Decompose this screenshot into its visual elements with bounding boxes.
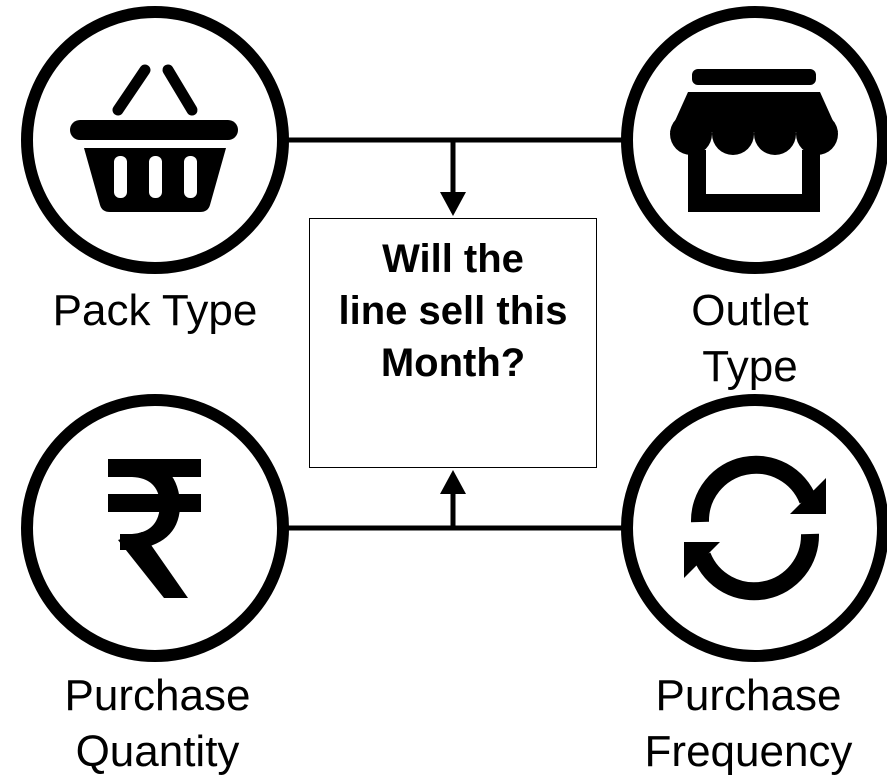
purchase-frequency-label: Purchase Frequency	[610, 668, 887, 780]
node-outlet-type	[621, 6, 887, 274]
purchase-frequency-label-line: Frequency	[644, 727, 853, 776]
outlet-type-label-line: Type	[702, 342, 798, 391]
connectors	[283, 137, 628, 531]
outlet-type-label-line: Outlet	[691, 286, 809, 335]
outlet-type-label: Outlet Type	[615, 283, 885, 395]
storefront-icon	[670, 69, 838, 212]
purchase-quantity-label-line: Quantity	[75, 727, 240, 776]
purchase-quantity-label: Purchase Quantity	[20, 668, 295, 780]
purchase-frequency-label-line: Purchase	[655, 671, 842, 720]
node-purchase-quantity	[21, 394, 289, 662]
node-pack-type	[21, 6, 289, 274]
bottom-arrowhead	[440, 470, 466, 494]
question-line: line sell this	[338, 289, 568, 333]
question-box: Will the line sell this Month?	[309, 218, 597, 468]
refresh-cycle-icon	[684, 455, 826, 601]
pack-type-label: Pack Type	[20, 283, 290, 339]
rupee-icon	[108, 459, 201, 598]
purchase-frequency-circle	[621, 394, 887, 662]
pack-type-label-line: Pack Type	[52, 286, 258, 335]
question-text: Will the line sell this Month?	[310, 233, 596, 389]
question-line: Will the	[382, 237, 524, 281]
question-line: Month?	[380, 341, 526, 385]
node-purchase-frequency	[621, 394, 887, 662]
shopping-basket-icon	[70, 64, 238, 212]
top-arrowhead	[440, 192, 466, 216]
purchase-quantity-label-line: Purchase	[64, 671, 251, 720]
